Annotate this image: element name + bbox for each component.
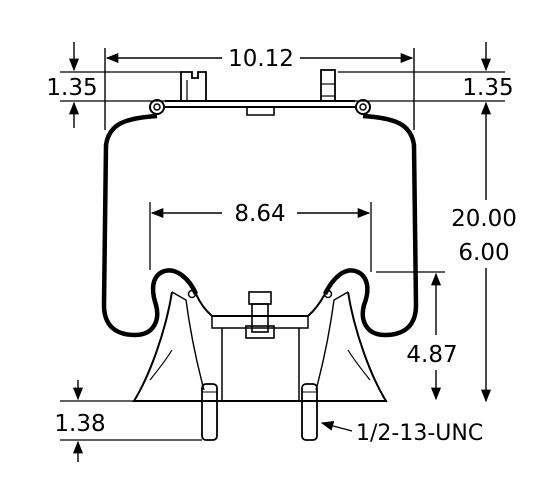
overall-width-label: 10.12 [228, 46, 294, 72]
rubber-bellows [101, 113, 419, 338]
top-stud-height-right-label: 1.35 [462, 75, 513, 101]
dim-overall-width: 10.12 [104, 46, 415, 130]
dim-top-stud-right: 1.35 [338, 42, 514, 102]
top-stud-height-left-label: 1.35 [46, 75, 97, 101]
bottom-left-stud [201, 383, 218, 441]
dim-overall-height: 20.00 6.00 [451, 101, 517, 403]
piston-width-label: 8.64 [234, 201, 285, 227]
dim-piston-height: 4.87 [376, 271, 458, 401]
bottom-stud-height-label: 1.38 [54, 411, 105, 437]
top-bead-plate [149, 99, 371, 116]
dim-bottom-stud: 1.38 [54, 380, 202, 462]
piston-height-label: 4.87 [406, 342, 457, 368]
max-height-label: 20.00 [451, 206, 517, 232]
top-left-stud [180, 71, 207, 101]
top-right-stud [320, 69, 336, 101]
dim-top-stud-left: 1.35 [46, 42, 182, 128]
thread-spec-label: 1/2-13-UNC [356, 421, 483, 446]
piston-assembly [132, 289, 388, 402]
thread-callout: 1/2-13-UNC [320, 421, 483, 446]
min-height-label: 6.00 [458, 240, 509, 266]
bottom-right-stud [301, 383, 318, 441]
dim-piston-width: 8.64 [149, 201, 372, 272]
